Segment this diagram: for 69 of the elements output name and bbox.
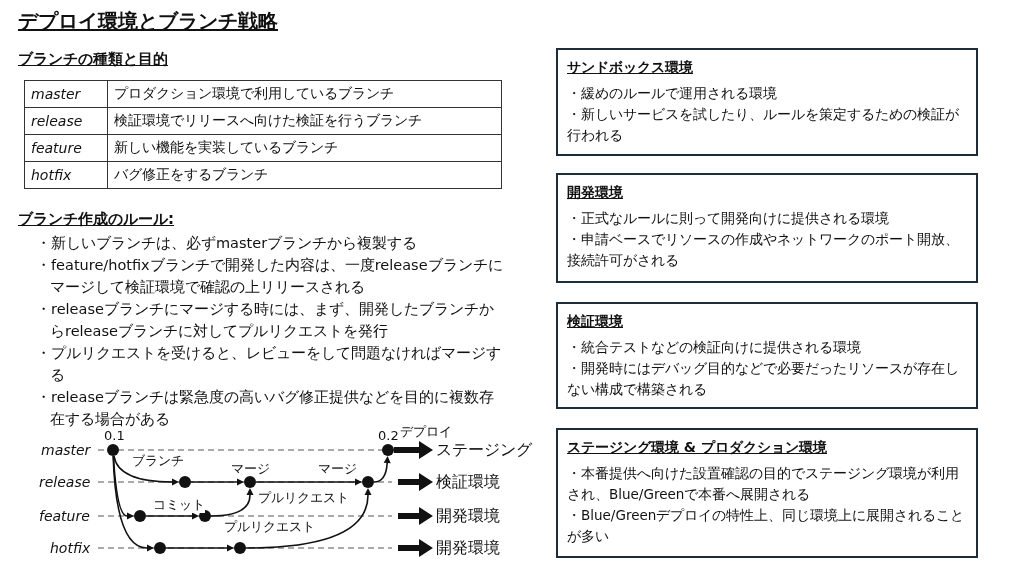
bullet-text: ・正式なルールに則って開発向けに提供される環境 bbox=[567, 209, 890, 228]
branch-name: hotfix bbox=[50, 540, 91, 556]
rule-text: ・プルリクエストを受けると、レビューをして問題なければマージする bbox=[36, 344, 502, 385]
arrow bbox=[113, 455, 179, 486]
commit-dot bbox=[179, 476, 191, 488]
commit-dot bbox=[154, 542, 166, 554]
box-heading: 検証環境 bbox=[567, 313, 623, 331]
table-cell: feature bbox=[24, 134, 108, 162]
table-cell: 新しい機能を実装しているブランチ bbox=[107, 134, 502, 162]
bullet-text: ・開発時にはデバッグ目的などで必要だったリソースが存在しない構成で構築される bbox=[567, 359, 960, 399]
commit-label: マージ bbox=[231, 460, 270, 478]
section-heading: ブランチの種類と目的 bbox=[18, 50, 168, 69]
box-heading: サンドボックス環境 bbox=[567, 59, 693, 77]
table-cell: master bbox=[24, 80, 108, 108]
arrow bbox=[145, 512, 199, 520]
info-box bbox=[556, 48, 978, 156]
commit-dot bbox=[234, 542, 246, 554]
bullet-text: ・統合テストなどの検証向けに提供される環境 bbox=[567, 338, 862, 357]
edge-label: ブランチ bbox=[132, 453, 184, 469]
arrow bbox=[165, 544, 234, 552]
branch-name: feature bbox=[39, 508, 90, 524]
commit-dot bbox=[382, 444, 394, 456]
table-cell: hotfix bbox=[24, 161, 108, 189]
branch-name: master bbox=[41, 442, 91, 458]
commit-dot bbox=[107, 444, 119, 456]
arrow bbox=[398, 507, 433, 525]
box-heading: ステージング環境 & プロダクション環境 bbox=[567, 439, 827, 457]
bullet-text: ・本番提供へ向けた設置確認の目的でステージング環境が利用され、Blue/Greenで本番へ展開される bbox=[567, 464, 960, 504]
arrow bbox=[398, 539, 433, 557]
arrow bbox=[398, 473, 433, 491]
bullet-text: ・Blue/Greenデプロイの特性上、同じ環境上に展開されることが多い bbox=[567, 506, 966, 546]
rule-text: ・新しいブランチは、必ずmasterブランチから複製する bbox=[36, 234, 419, 253]
bullet-text: ・緩めのルールで運用される環境 bbox=[567, 84, 778, 103]
commit-label: 0.1 bbox=[104, 428, 125, 443]
rule-text: ・feature/hotfixブランチで開発した内容は、一度releaseブランチにマージして検証環境で確認の上リリースされる bbox=[36, 256, 504, 297]
section-heading: ブランチ作成のルール: bbox=[18, 210, 174, 229]
edge-label: プルリクエスト bbox=[224, 519, 315, 535]
table-cell: 検証環境でリリースへ向けた検証を行うブランチ bbox=[107, 107, 502, 135]
arrow bbox=[373, 456, 391, 483]
edge-label: デプロイ bbox=[400, 424, 452, 440]
title: デプロイ環境とブランチ戦略 bbox=[18, 8, 278, 35]
table-cell: バグ修正をするブランチ bbox=[107, 161, 502, 189]
environment-label: 開発環境 bbox=[436, 505, 500, 527]
arrow bbox=[112, 455, 154, 552]
commit-label: 0.2 bbox=[378, 428, 399, 443]
commit-dot bbox=[244, 476, 256, 488]
commit-dot bbox=[134, 510, 146, 522]
info-box bbox=[556, 173, 978, 283]
environment-label: ステージング bbox=[436, 439, 532, 461]
branch-name: release bbox=[39, 474, 91, 490]
bullet-text: ・申請ベースでリソースの作成やネットワークのポート開放、接続許可がされる bbox=[567, 230, 960, 270]
table-cell: プロダクション環境で利用しているブランチ bbox=[107, 80, 502, 108]
arrow bbox=[245, 488, 372, 549]
commit-label: マージ bbox=[318, 460, 357, 478]
environment-label: 検証環境 bbox=[436, 471, 500, 493]
info-box bbox=[556, 428, 978, 558]
arrow bbox=[255, 478, 362, 486]
arrow bbox=[394, 441, 433, 459]
bullet-text: ・新しいサービスを試したり、ルールを策定するための検証が行われる bbox=[567, 105, 960, 145]
environment-label: 開発環境 bbox=[436, 537, 500, 559]
box-heading: 開発環境 bbox=[567, 184, 623, 202]
edge-label: コミット bbox=[153, 497, 205, 513]
info-box bbox=[556, 302, 978, 409]
commit-dot bbox=[362, 476, 374, 488]
edge-label: プルリクエスト bbox=[258, 490, 349, 506]
arrow bbox=[190, 478, 244, 486]
table-cell: release bbox=[24, 107, 108, 135]
arrow bbox=[210, 488, 254, 517]
rule-text: ・releaseブランチにマージする時には、まず、開発したブランチからreleaseブランチに対してプルリクエストを発行 bbox=[36, 300, 495, 341]
